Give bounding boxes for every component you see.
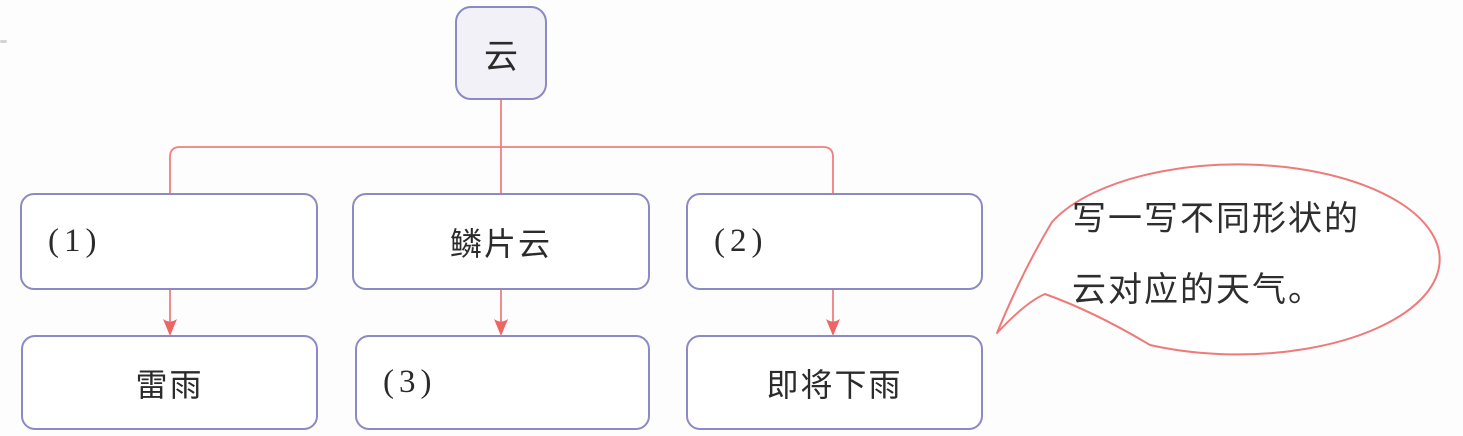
root-node-cloud: 云 [455, 6, 547, 100]
bottom-node-rain-soon-label: 即将下雨 [766, 366, 903, 403]
middle-node-blank-2-label: (2) [714, 223, 768, 259]
bottom-node-thunderstorm-label: 雷雨 [135, 366, 204, 403]
arrowhead-right-icon [826, 319, 840, 336]
bottom-node-rain-soon: 即将下雨 [686, 335, 983, 430]
scan-artifact [0, 40, 7, 43]
arrowhead-center-icon [494, 319, 508, 336]
bottom-node-thunderstorm: 雷雨 [21, 335, 318, 430]
middle-node-blank-1: (1) [20, 193, 318, 290]
bottom-node-blank-3-label: (3) [383, 364, 437, 400]
bottom-node-blank-3: (3) [355, 335, 650, 430]
middle-node-scale-cloud-label: 鳞片云 [449, 225, 552, 262]
middle-node-blank-1-label: (1) [48, 223, 102, 259]
branch-crossbar-line [169, 146, 834, 193]
speech-balloon-line-2: 云对应的天气。 [1072, 271, 1324, 309]
speech-balloon-text: 写一写不同形状的 云对应的天气。 [1072, 184, 1422, 326]
speech-balloon-line-1: 写一写不同形状的 [1072, 200, 1360, 238]
arrowhead-left-icon [163, 319, 177, 336]
middle-node-blank-2: (2) [686, 193, 983, 290]
middle-node-scale-cloud: 鳞片云 [352, 193, 650, 290]
root-node-label: 云 [484, 37, 518, 76]
